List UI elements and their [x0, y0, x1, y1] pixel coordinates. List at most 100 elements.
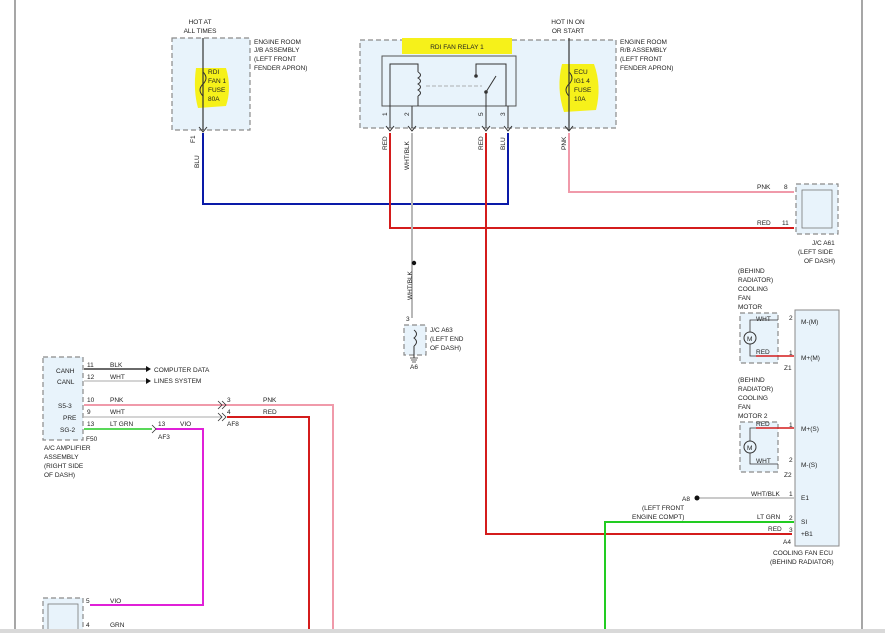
z1-label: Z1	[784, 365, 792, 372]
motor1-m: M	[747, 336, 752, 343]
bottom-pin-4: 4	[86, 622, 90, 629]
ecu-box	[794, 309, 840, 547]
hot-at-all-times-line1: HOT AT	[189, 19, 212, 26]
af3-wire-vio: VIO	[180, 421, 191, 428]
rb-assembly: HOT IN ON OR START ENGINE ROOM R/B ASSEM…	[359, 19, 673, 132]
motor2-wire-red: RED	[756, 421, 770, 428]
wire-pnk-ja61	[568, 133, 794, 193]
wire-label-red-1: RED	[382, 136, 389, 150]
b1-wire-label: RED	[768, 526, 782, 533]
ac-amp-label-2: ASSEMBLY	[44, 454, 79, 461]
arrow-canl-icon	[146, 378, 151, 384]
ecu-pnum-2c: 2	[789, 515, 793, 522]
ecu-pin-e1: E1	[801, 495, 809, 502]
ecu-name-1: COOLING FAN ECU	[773, 550, 833, 557]
ecu-pnum-1a: 1	[789, 350, 793, 357]
motor1-label-2: RADIATOR)	[738, 277, 773, 284]
af8-pin-3: 3	[227, 397, 231, 404]
si-wire-label: LT GRN	[757, 514, 781, 521]
relay-contact-2	[484, 90, 488, 94]
fuse-ecu-symbol	[565, 71, 573, 97]
jc-a63: 3 J/C A63 (LEFT END OF DASH) A6	[403, 316, 464, 371]
motor1-box	[739, 312, 779, 364]
ja61-pin-8: 8	[784, 184, 788, 191]
splice-dot	[411, 260, 417, 266]
z2-label: Z2	[784, 472, 792, 479]
motor2-wire-wht: WHT	[756, 458, 771, 465]
ecu-pnum-1b: 1	[789, 422, 793, 429]
ecu-pin-mps: M+(S)	[801, 426, 819, 433]
af8-wire-red: RED	[263, 409, 277, 416]
ja63-symbol	[413, 329, 417, 347]
ac-amp-label-1: A/C AMPLIFIER	[44, 445, 91, 452]
ecu-pin-ms: M-(S)	[801, 462, 817, 469]
relay-coil-icon	[417, 71, 421, 97]
relay-coil-wire	[389, 63, 419, 100]
rb-label-3: (LEFT FRONT	[620, 56, 662, 63]
ja61-label-1: J/C A61	[812, 240, 835, 247]
relay-pin-1: 1	[382, 112, 389, 116]
ecu-pnum-2b: 2	[789, 457, 793, 464]
ja63-label-3: OF DASH)	[430, 345, 461, 352]
wire-red-ecu	[485, 133, 792, 535]
ac-num-13: 13	[87, 421, 95, 428]
ecu-name-2: (BEHIND RADIATOR)	[770, 559, 834, 566]
ac-amp-label-3: (RIGHT SIDE	[44, 463, 84, 470]
wire-vio	[90, 428, 204, 606]
motor1-label-4: FAN	[738, 295, 751, 302]
relay-title: RDI FAN RELAY 1	[430, 44, 484, 51]
ja63-label-1: J/C A63	[430, 327, 453, 334]
ja63-pin-3: 3	[406, 316, 410, 323]
ground-loc-2: ENGINE COMPT)	[632, 514, 684, 521]
ecu-pin-mm: M-(M)	[801, 319, 818, 326]
computer-data-1: COMPUTER DATA	[154, 367, 210, 374]
jb-assembly: HOT AT ALL TIMES ENGINE ROOM J/B ASSEMBL…	[171, 19, 307, 143]
ja63-label-2: (LEFT END	[430, 336, 464, 343]
bottom-pin-5: 5	[86, 598, 90, 605]
ac-wire-blk: BLK	[110, 362, 123, 369]
ac-num-10: 10	[87, 397, 95, 404]
ja61-box	[795, 183, 839, 235]
wire-label-blu-1: BLU	[194, 155, 201, 168]
motor2-label-2: RADIATOR)	[738, 386, 773, 393]
bottom-wire-grn: GRN	[110, 622, 125, 629]
wire-pnk-s53	[84, 404, 334, 633]
relay-contact-1	[474, 74, 478, 78]
wire-label-blu-2: BLU	[500, 137, 507, 150]
ground-loc-1: (LEFT FRONT	[642, 505, 684, 512]
relay-pin-2: 2	[404, 112, 411, 116]
f50-label: F50	[86, 436, 98, 443]
jb-label-2: J/B ASSEMBLY	[254, 47, 300, 54]
motor2-label-3: COOLING	[738, 395, 768, 402]
ac-amp-label-4: OF DASH)	[44, 472, 75, 479]
fuse-rdi-3: FUSE	[208, 87, 226, 94]
relay-box	[381, 55, 517, 107]
fuse-rdi-4: 80A	[208, 96, 220, 103]
connector-f1-symbol	[198, 126, 208, 133]
fuse-ecu-3: FUSE	[574, 87, 592, 94]
fuse-ecu-4: 10A	[574, 96, 586, 103]
ja61-label-2: (LEFT SIDE	[798, 249, 834, 256]
motor2-label-4: FAN	[738, 404, 751, 411]
wire-blu	[202, 133, 509, 205]
inline-connector-icons	[151, 400, 227, 434]
ac-wire-ltgrn: LT GRN	[110, 421, 134, 428]
ecu-pin-b1: +B1	[801, 531, 813, 538]
ac-pin-sg2: SG-2	[60, 427, 76, 434]
cooling-fan-ecu: M-(M) M+(M) M+(S) M-(S) E1 SI +B1 COOLIN…	[770, 309, 840, 566]
motor2-m: M	[747, 445, 752, 452]
ac-wire-pnk: PNK	[110, 397, 124, 404]
jc-a61: PNK 8 RED 11 J/C A61 (LEFT SIDE OF DASH)	[757, 183, 839, 265]
wire-ltgrn-si	[604, 521, 794, 633]
ecu-pnum-2a: 2	[789, 315, 793, 322]
ecu-pin-mpm: M+(M)	[801, 355, 820, 362]
bottom-wire-vio: VIO	[110, 598, 121, 605]
ac-num-11: 11	[87, 362, 94, 369]
ecu-pnum-3c: 3	[789, 527, 793, 534]
rb-label-2: R/B ASSEMBLY	[620, 47, 668, 54]
fuse-rdi-2: FAN 1	[208, 78, 226, 85]
hot-in-on-line2: OR START	[552, 28, 584, 35]
wire-red-af8	[227, 416, 310, 633]
relay-title-highlight	[402, 38, 512, 54]
